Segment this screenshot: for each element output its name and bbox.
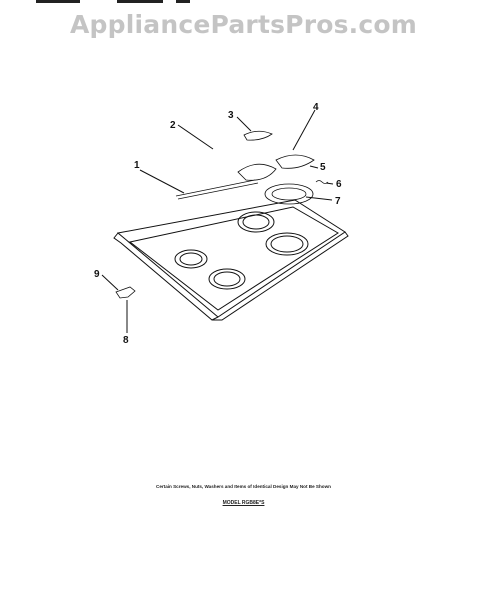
- callout-3: 3: [228, 110, 234, 121]
- burner-ring: [237, 163, 277, 181]
- drip-pan-inner: [271, 187, 307, 201]
- top-edge-mark-right: [176, 0, 190, 3]
- leader-7: [305, 196, 333, 201]
- burner-opening-front-right-inner: [213, 271, 241, 287]
- cooktop-inner-edge: [128, 206, 339, 311]
- burner-opening-front-right: [208, 268, 246, 290]
- model-label: MODEL RGB8E*S: [222, 500, 265, 506]
- burner-cap: [243, 130, 273, 141]
- leader-5: [309, 165, 319, 169]
- leader-4: [292, 109, 316, 151]
- callout-2: 2: [170, 120, 176, 131]
- burner-opening-rear-right-inner: [270, 235, 304, 253]
- burner-opening-front-left-inner: [179, 252, 203, 266]
- top-edge-mark-left: [36, 0, 80, 3]
- callout-6: 6: [336, 179, 342, 190]
- leader-1: [139, 169, 185, 194]
- callout-5: 5: [320, 162, 326, 173]
- bracket: [115, 286, 136, 299]
- cooktop-right-lip: [212, 231, 349, 321]
- leader-6: [325, 182, 334, 185]
- leader-3: [236, 116, 252, 132]
- callout-8: 8: [123, 335, 129, 346]
- burner-opening-rear-left-inner: [242, 214, 270, 230]
- callout-4: 4: [313, 102, 319, 113]
- burner-opening-rear-right: [265, 232, 309, 256]
- watermark: AppliancePartsPros.com: [69, 10, 418, 39]
- burner-head: [275, 154, 315, 169]
- drip-pan: [264, 183, 314, 205]
- disclaimer-note: Certain Screws, Nuts, Washers and Items …: [156, 484, 331, 489]
- burner-opening-rear-left: [237, 211, 275, 233]
- callout-7: 7: [335, 196, 341, 207]
- callout-9: 9: [94, 269, 100, 280]
- cooktop-front-lip: [113, 232, 219, 321]
- top-edge-mark-middle: [117, 0, 163, 3]
- burner-opening-front-left: [174, 249, 208, 269]
- rear-trim: [175, 179, 259, 200]
- callout-1: 1: [134, 160, 140, 171]
- leader-2: [177, 124, 214, 150]
- leader-9: [101, 274, 119, 291]
